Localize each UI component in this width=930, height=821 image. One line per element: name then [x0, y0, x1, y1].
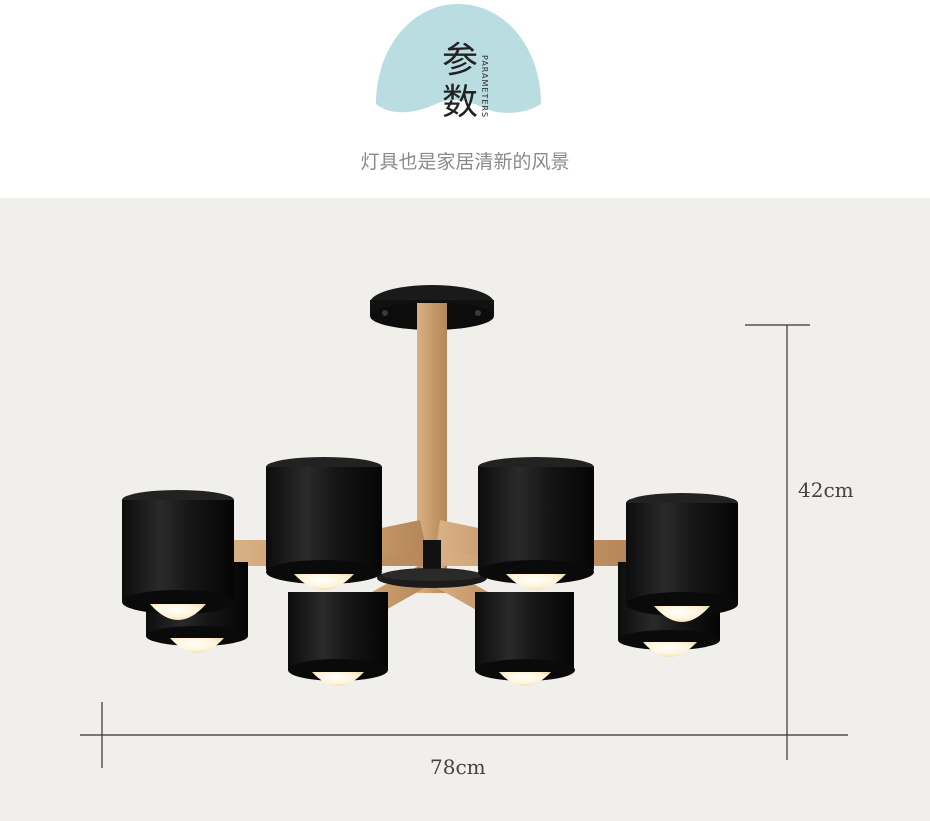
page-title: 参 数: [438, 40, 482, 124]
shade-front-left-low: [288, 592, 388, 686]
shade-upper-right: [626, 493, 738, 622]
badge-shape: [376, 4, 541, 113]
shade-upper-center-right: [478, 457, 594, 590]
product-stage: 42cm 78cm: [0, 198, 930, 821]
center-hub: [377, 540, 487, 588]
subtitle: 灯具也是家居清新的风景: [360, 151, 570, 173]
header: 参 数 PARAMETERS 灯具也是家居清新的风景: [0, 0, 930, 198]
width-dimension: [80, 702, 848, 768]
title-char-1: 参: [441, 40, 478, 81]
shade-front-right-low: [475, 592, 575, 686]
height-dimension: [745, 324, 810, 760]
title-char-2: 数: [441, 82, 478, 123]
chandelier-illustration: [80, 285, 848, 768]
title-english: PARAMETERS: [480, 55, 489, 119]
height-label: 42cm: [798, 478, 854, 502]
shade-upper-left: [122, 490, 234, 620]
width-label: 78cm: [430, 755, 486, 779]
shade-upper-center-left: [266, 457, 382, 590]
